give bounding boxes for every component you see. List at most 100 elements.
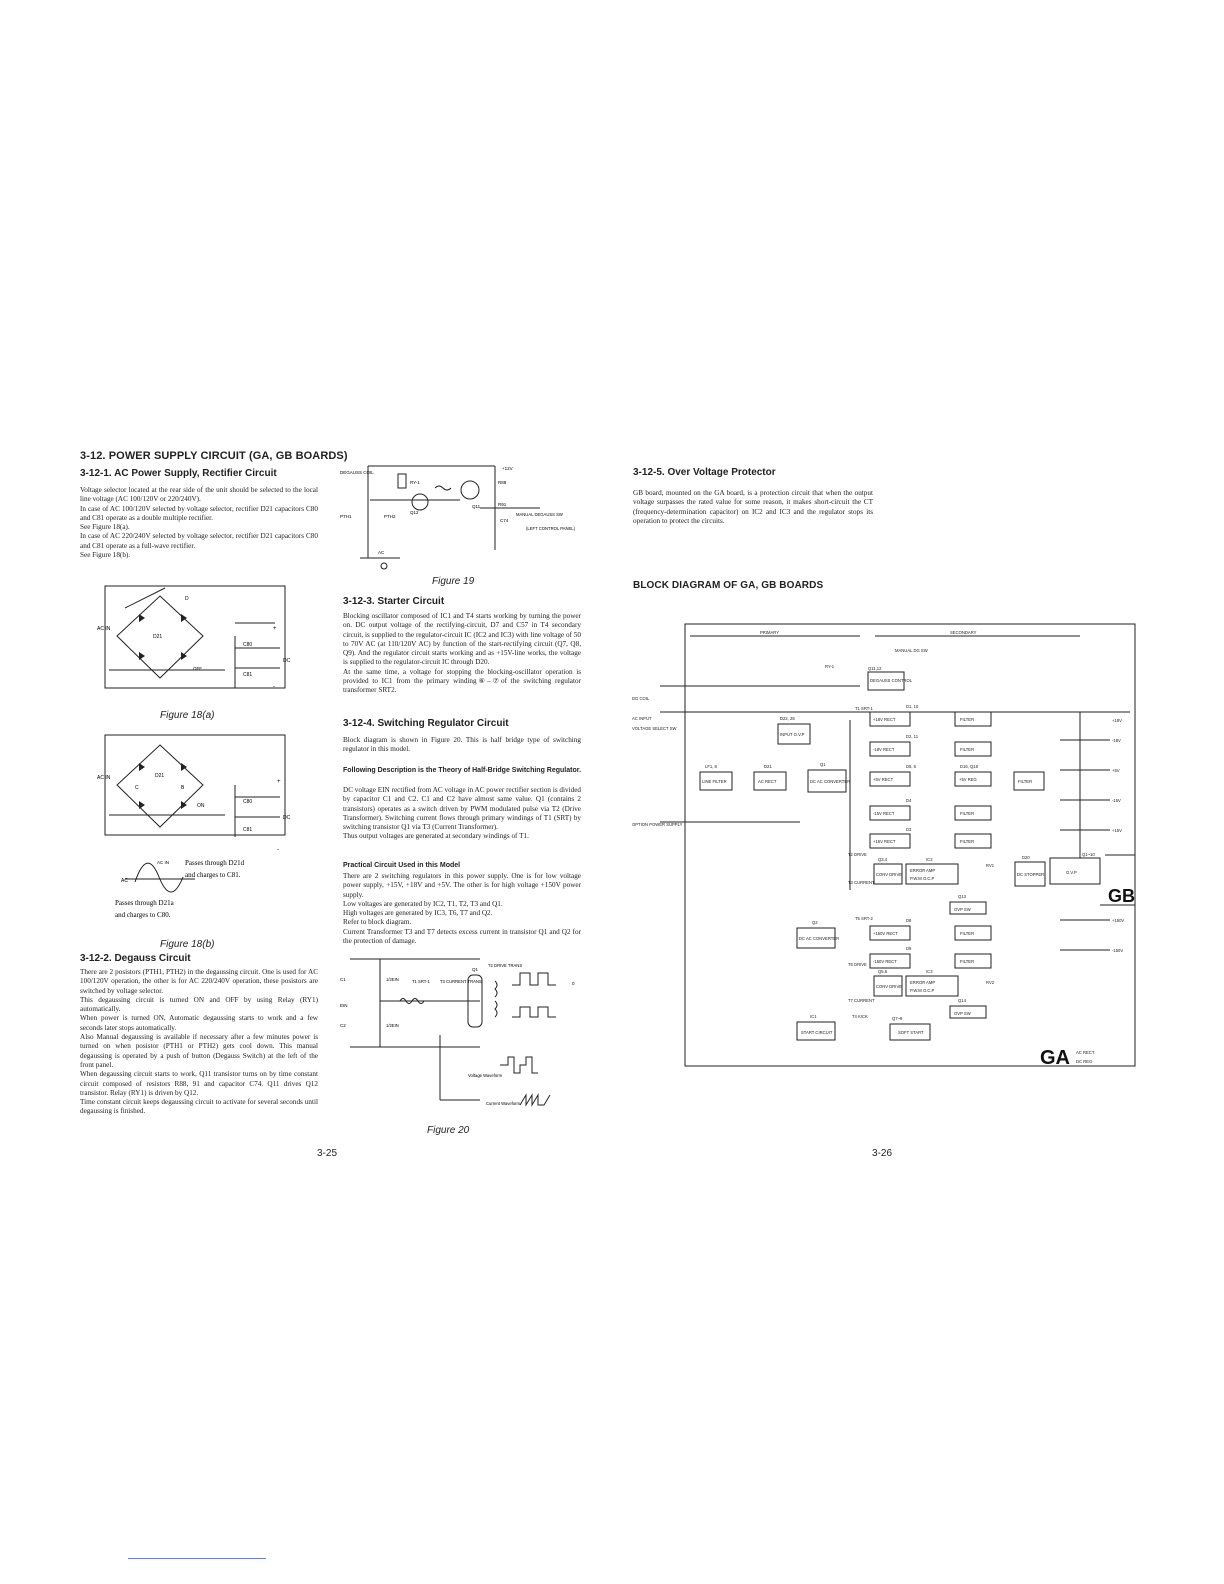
fig20-caption: Figure 20 — [427, 1125, 470, 1136]
label-ac-rect: AC RECT — [758, 779, 777, 784]
label-q2: Q2 — [812, 920, 818, 925]
label-filter-7: FILTER — [960, 959, 974, 964]
label-lf: LF1, 8 — [705, 764, 718, 769]
label-q13: Q13 — [958, 894, 967, 899]
block-soft-start — [889, 1023, 931, 1041]
label-t7-current: T7 CURRENT — [848, 998, 875, 1003]
fig19-r91: R91 — [498, 502, 507, 507]
label-q3-4: Q3,4 — [878, 857, 888, 862]
label-t5-srt2: T5 SRT-2 — [855, 916, 874, 921]
fig20-half-e2: 1/2EIN — [386, 1023, 399, 1028]
fig20-c2: C2 — [340, 1023, 346, 1028]
label-d2-11: D2, 11 — [906, 734, 919, 739]
label-dg-coil: DG COIL — [632, 696, 650, 701]
s5-text: GB board, mounted on the GA board, is a … — [633, 489, 873, 525]
wave-ac: AC — [121, 878, 128, 884]
fig18b-c80: C80 — [243, 799, 252, 805]
fig18a-plus: + — [273, 626, 277, 632]
fig19-ac: AC — [378, 550, 385, 555]
fig18b-caption: Figure 18(b) — [160, 939, 215, 950]
label-rv1: RV1 — [986, 863, 995, 868]
label-filter-2: FILTER — [960, 747, 974, 752]
fig19-panel: (LEFT CONTROL PANEL) — [526, 526, 576, 531]
label-d16-18: D16, Q18 — [960, 764, 979, 769]
label-gb: GB — [1108, 886, 1135, 906]
fig20-t1: T1 SRT-1 — [412, 979, 431, 984]
label-soft-start: SOFT START — [898, 1030, 924, 1035]
fig18a-c81: C81 — [243, 672, 252, 678]
label-q14: Q14 — [958, 998, 967, 1003]
label-ovp-sw-1: OVP SW — [954, 907, 971, 912]
passes-d21a: Passes through D21a — [115, 899, 175, 907]
label-secondary: SECONDARY — [950, 630, 977, 635]
label-ac-input: AC INPUT — [632, 716, 652, 721]
label-d20: D20 — [1022, 855, 1030, 860]
wave-ac-in: AC IN — [157, 860, 169, 865]
s5-title: 3-12-5. Over Voltage Protector — [633, 467, 776, 478]
fig20-t2: T2 DRIVE TRANS — [488, 963, 522, 968]
label-out-p18: +18V — [1112, 718, 1122, 723]
block-filter-m150 — [954, 953, 992, 969]
block-error-amp-1 — [905, 863, 959, 885]
label-filter-3: FILTER — [1018, 779, 1032, 784]
fig18b-b: B — [181, 785, 185, 791]
charges-c80: and charges to C80. — [115, 911, 171, 919]
figure-20: C1 C2 1/2EIN 1/2EIN T1 SRT-1 T3 CURRENT … — [340, 958, 575, 1107]
label-option-power: OPTION POWER SUPPLY — [632, 822, 683, 827]
block-diagram: PRIMARY SECONDARY MANUAL DG SW Q11,12 DE… — [632, 623, 1136, 1069]
fig19-q12: Q12 — [410, 510, 419, 515]
fig18b-c: C — [135, 785, 139, 791]
fig18a-c80: C80 — [243, 642, 252, 648]
label-reg5v: +5V REG — [959, 777, 977, 782]
label-ac-rect2: AC RECT. — [1076, 1050, 1095, 1055]
label-ic1: IC1 — [810, 1014, 817, 1019]
block-start-circuit — [796, 1021, 836, 1041]
label-q1: Q1 — [820, 762, 826, 767]
label-ic2: IC2 — [926, 857, 933, 862]
block-rect-p18 — [869, 711, 911, 727]
fig18b-d21: D21 — [155, 773, 164, 779]
block-line-filter — [699, 771, 733, 791]
label-dc-ac-conv: DC AC CONVERTER — [810, 779, 850, 784]
s1-title: 3-12-1. AC Power Supply, Rectifier Circu… — [80, 468, 277, 479]
block-rect-m15 — [869, 805, 911, 821]
label-rm150: -150V RECT — [873, 959, 897, 964]
figure-18b: AC IN D21 C B ON C80 C81 DC + - AC IN AC… — [97, 734, 291, 919]
label-degauss-control: DEGAUSS CONTROL — [870, 678, 913, 683]
block-ac-rect — [753, 771, 787, 791]
label-dc-ac-conv-2: DC AC CONVERTER — [799, 936, 839, 941]
label-t6-drive: T6 DRIVE — [848, 962, 867, 967]
label-dc-stopper: DC STOPPER — [1017, 872, 1044, 877]
fig18b-plus: + — [277, 779, 281, 785]
label-filter-6: FILTER — [960, 931, 974, 936]
s2-text: There are 2 posistors (PTH1, PTH2) in th… — [80, 968, 318, 1116]
label-t2-drive: T2 DRIVE — [848, 852, 867, 857]
block-diagram-title: BLOCK DIAGRAM OF GA, GB BOARDS — [633, 580, 824, 591]
label-error-amp-2: ERROR AMP — [910, 980, 935, 985]
block-rect-m18 — [869, 741, 911, 757]
block-filter-p150 — [954, 925, 992, 941]
label-d1-10: D1, 10 — [906, 704, 919, 709]
fig19-plus12: +12V — [502, 466, 513, 471]
label-ic3: IC3 — [926, 969, 933, 974]
fig20-ein: EIN — [340, 1003, 348, 1008]
block-filter-m15 — [954, 805, 992, 821]
label-start-circuit: START CIRCUIT — [801, 1030, 833, 1035]
block-conv-drive-2 — [873, 975, 903, 997]
passes-d21d: Passes through D21d — [185, 859, 245, 867]
label-ovp-sw-2: OVP SW — [954, 1011, 971, 1016]
fig18b-c81: C81 — [243, 827, 252, 833]
label-r5v: +5V RECT — [873, 777, 894, 782]
fig19-ry1: RY-1 — [410, 480, 420, 485]
block-degauss-control — [867, 671, 905, 691]
label-error-amp-1: ERROR AMP — [910, 868, 935, 873]
label-ga: GA — [1040, 1047, 1070, 1069]
fig18b-dc: DC — [283, 815, 291, 821]
fig20-q1: Q1 — [472, 967, 479, 972]
s3-text: Blocking oscillator composed of IC1 and … — [343, 612, 581, 695]
label-out-m18: -18V — [1112, 738, 1121, 743]
s4-title: 3-12-4. Switching Regulator Circuit — [343, 718, 509, 729]
block-filter-m18 — [954, 741, 992, 757]
fig18a-dc: DC — [283, 658, 291, 664]
block-filter-p15 — [954, 833, 992, 849]
